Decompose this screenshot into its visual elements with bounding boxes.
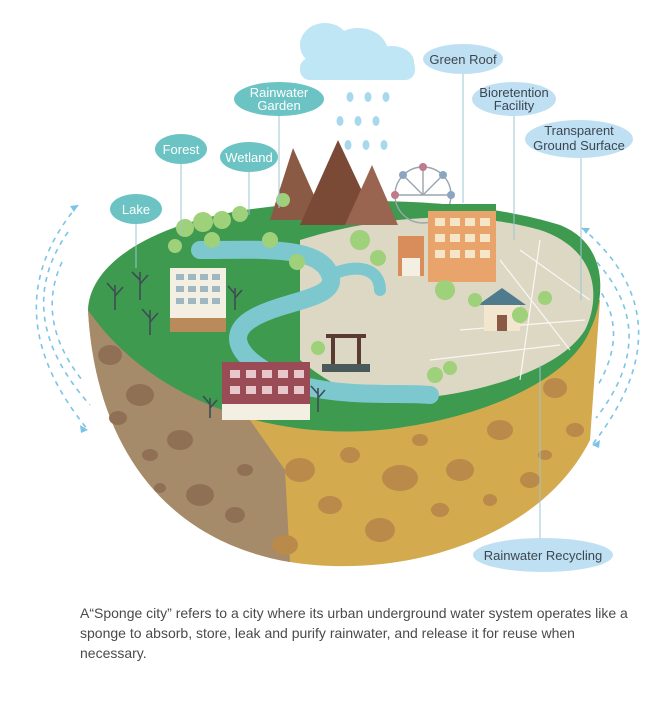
ferris-wheel xyxy=(391,163,455,224)
callout-rainwater-recycling: Rainwater Recycling xyxy=(473,538,613,572)
arrow-heads xyxy=(70,205,600,448)
callout-transparent-ground: Transparent Ground Surface xyxy=(525,120,633,158)
sponge-city-illustration: Lake Forest Wetland Rainwater Garden Gre… xyxy=(35,23,640,572)
label-bioretention-line2: Facility xyxy=(494,98,535,113)
callout-wetland: Wetland xyxy=(220,142,278,172)
label-transparent-line2: Ground Surface xyxy=(533,138,625,153)
label-green-roof: Green Roof xyxy=(429,52,497,67)
callout-bioretention: Bioretention Facility xyxy=(472,82,556,116)
label-rainwater-recycling: Rainwater Recycling xyxy=(484,548,603,563)
label-rainwater-garden-line1: Rainwater xyxy=(250,85,309,100)
building-orange xyxy=(398,204,496,282)
callout-lake: Lake xyxy=(110,194,162,224)
callout-green-roof: Green Roof xyxy=(423,44,503,74)
label-rainwater-garden-line2: Garden xyxy=(257,98,300,113)
rain-drops xyxy=(336,92,390,150)
building-maroon xyxy=(222,362,310,420)
mountains xyxy=(270,140,398,225)
callout-rainwater-garden: Rainwater Garden xyxy=(234,82,324,116)
torii-gate xyxy=(322,334,370,372)
caption-text: A“Sponge city” refers to a city where it… xyxy=(80,605,628,661)
label-lake: Lake xyxy=(122,202,150,217)
pavilion xyxy=(478,288,526,331)
cloud xyxy=(300,23,415,80)
river xyxy=(191,240,439,404)
label-transparent-line1: Transparent xyxy=(544,123,614,138)
label-bioretention-line1: Bioretention xyxy=(479,85,548,100)
leader-lines xyxy=(135,74,582,540)
trees xyxy=(106,193,552,418)
building-white xyxy=(170,268,226,332)
label-forest: Forest xyxy=(163,142,200,157)
label-wetland: Wetland xyxy=(225,150,272,165)
callout-forest: Forest xyxy=(155,134,207,164)
water-cycle-arrows xyxy=(35,204,640,446)
